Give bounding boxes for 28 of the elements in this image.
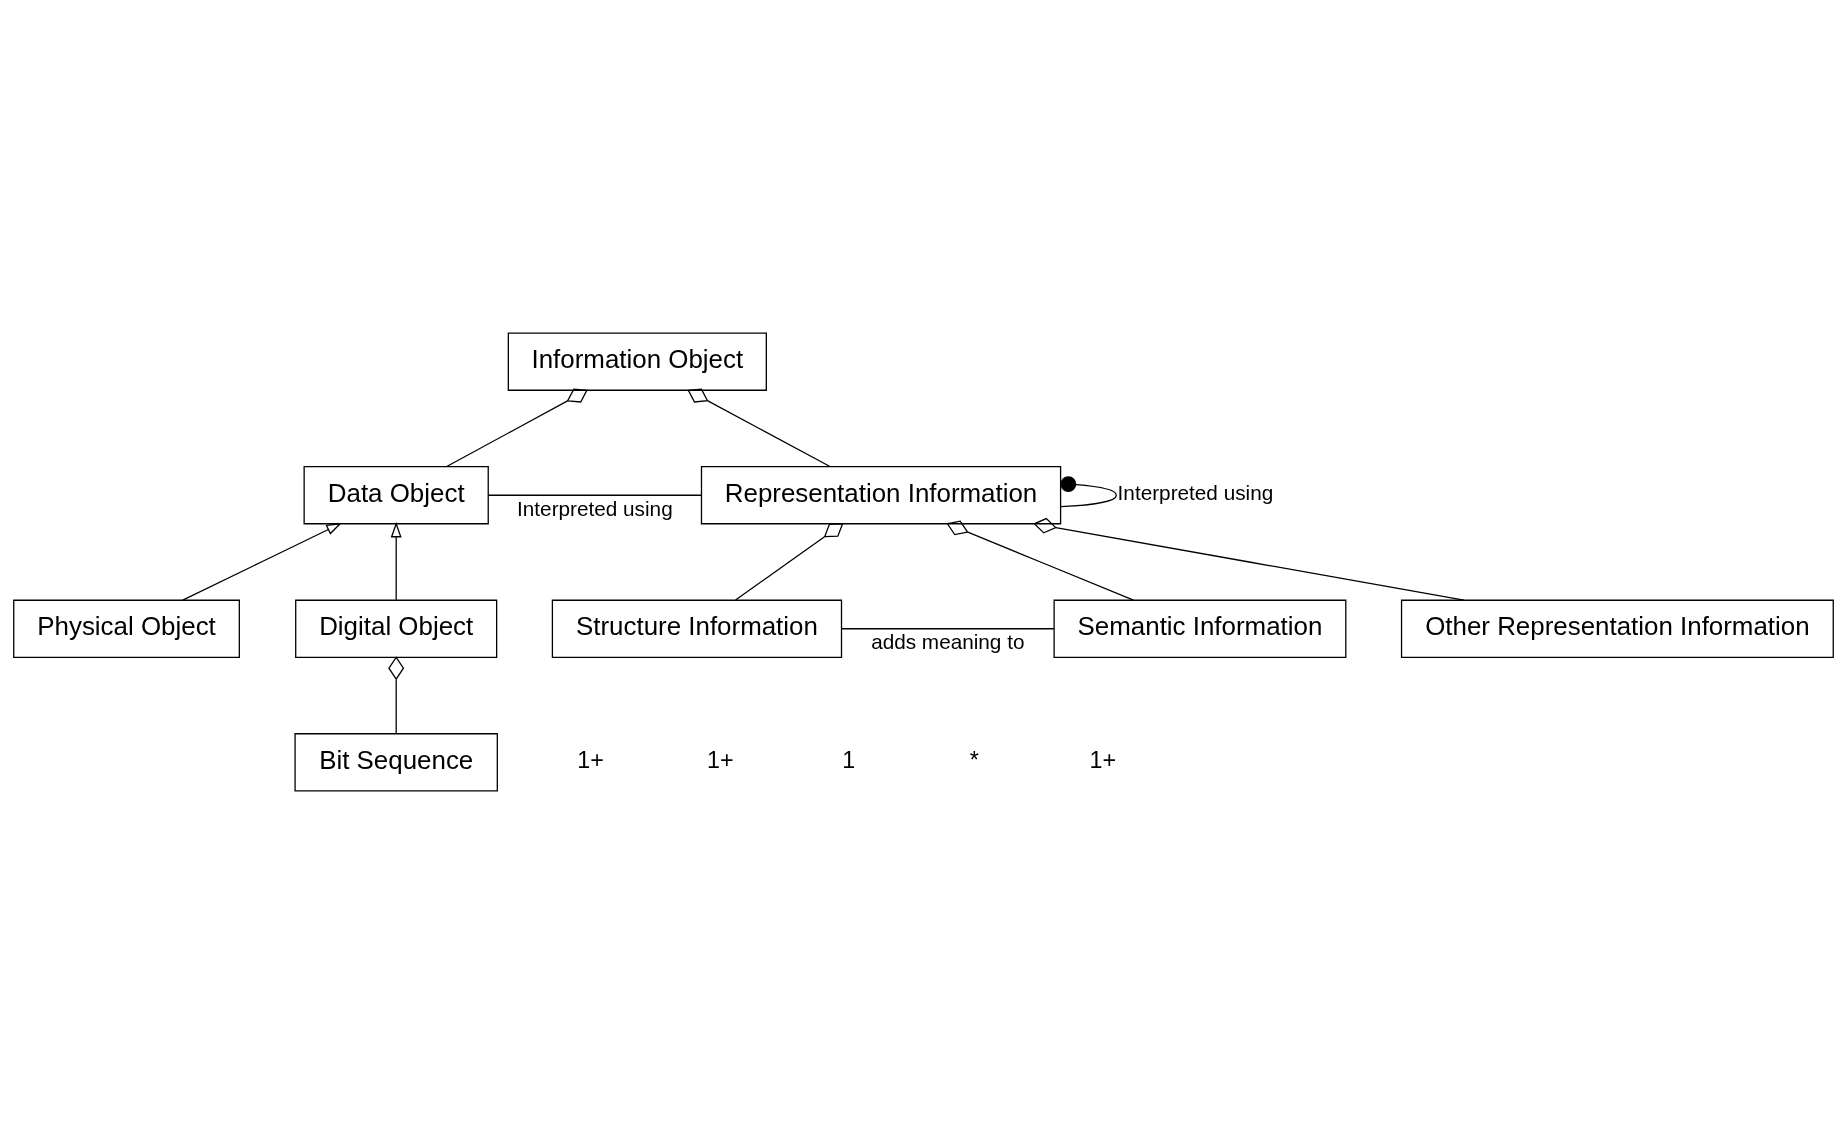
node-box: Semantic Information [1053, 599, 1347, 658]
connector [446, 388, 588, 467]
node-box: Bit Sequence [294, 732, 498, 791]
arrow [182, 522, 342, 601]
edge-label: Interpreted using [517, 496, 673, 520]
node-box: Other Representation Information [1400, 599, 1834, 658]
node-box: Information Object [507, 332, 767, 391]
node-box: Digital Object [295, 599, 498, 658]
label: 1+ [1089, 746, 1117, 773]
node-box: Representation Information [700, 465, 1062, 524]
node-box: Physical Object [13, 599, 240, 658]
arrow [390, 521, 402, 600]
connector [841, 627, 1055, 629]
label: 1 [842, 746, 856, 773]
connector [1033, 517, 1465, 601]
node-box: Data Object [303, 465, 489, 524]
label: 1+ [706, 746, 734, 773]
connector [487, 494, 702, 496]
connector [388, 655, 405, 734]
node-box: Structure Information [551, 599, 843, 658]
connector [687, 388, 831, 467]
edge-label: Interpreted using [1117, 480, 1274, 504]
edge-label: adds meaning to [871, 629, 1025, 653]
label: * [969, 746, 979, 773]
label: 1+ [577, 746, 604, 773]
connector [946, 519, 1135, 601]
connector [734, 522, 844, 601]
connector [1060, 475, 1117, 507]
